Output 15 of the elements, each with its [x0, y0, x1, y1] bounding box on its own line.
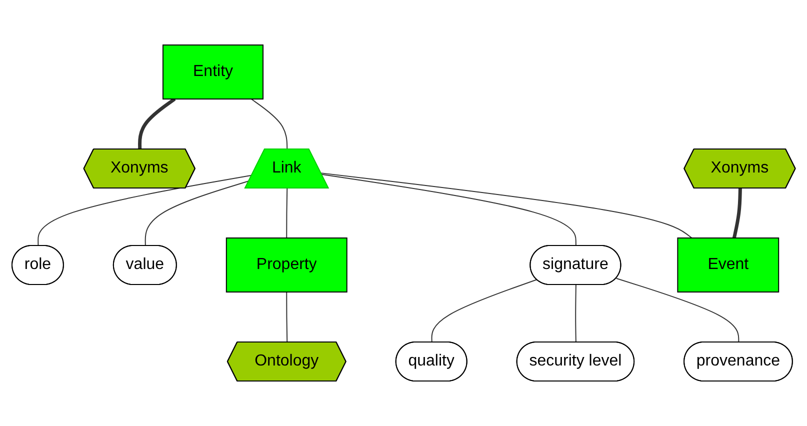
node-box: Event	[677, 238, 779, 292]
connector	[616, 278, 740, 343]
connector	[321, 174, 576, 246]
node-box: Property	[226, 238, 348, 292]
connector	[144, 180, 250, 246]
connector	[431, 279, 538, 343]
connector	[250, 98, 288, 150]
connector	[732, 188, 742, 238]
connector	[286, 292, 288, 343]
connector	[574, 284, 576, 343]
node-box: Entity	[162, 44, 264, 100]
connector	[286, 188, 288, 238]
connector	[320, 172, 692, 238]
connector	[37, 174, 252, 246]
connector	[138, 98, 176, 150]
